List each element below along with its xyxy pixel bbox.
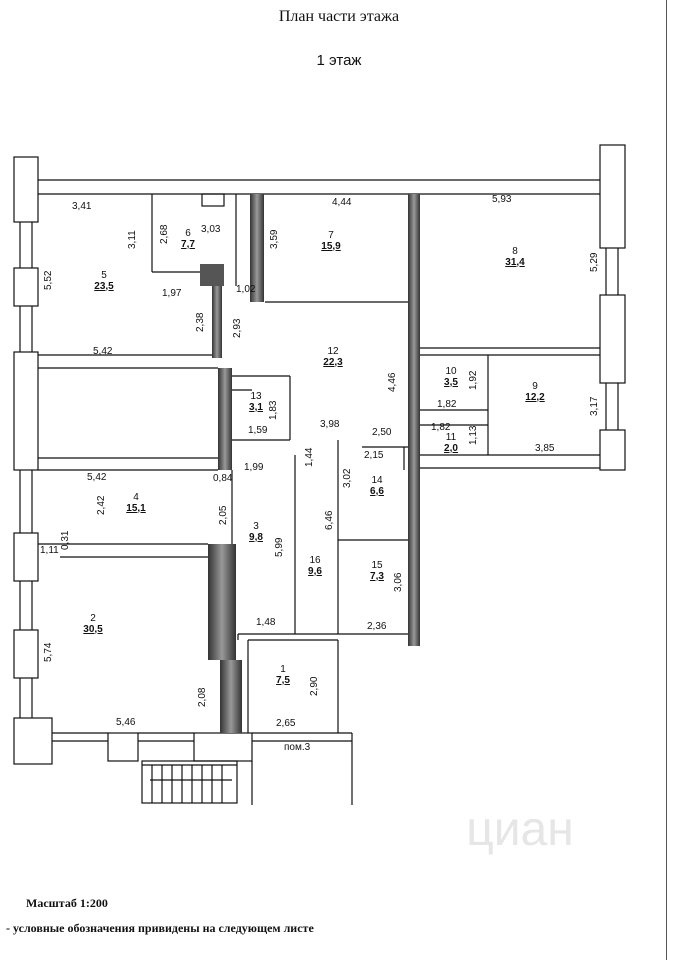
watermark-text: циан (466, 803, 574, 856)
dimension-label: 5,29 (589, 252, 600, 272)
dimension-label: 5,52 (43, 270, 54, 290)
dimension-label: 2,65 (276, 718, 296, 729)
dimension-label: 5,99 (274, 537, 285, 557)
scale-label: Масштаб 1:200 (26, 896, 108, 910)
dimension-label: 6,46 (324, 510, 335, 530)
dimension-label: 0,31 (60, 530, 71, 550)
dimension-label: 5,42 (93, 346, 113, 357)
plan-title: План части этажа (278, 8, 400, 25)
dimension-label: 3,17 (589, 396, 600, 416)
dimension-label: 3,03 (201, 224, 221, 235)
dimension-label: 1,99 (244, 462, 264, 473)
dimension-label: 1,83 (268, 400, 279, 420)
dimension-label: 3,11 (127, 230, 138, 249)
dimension-label: 1,92 (468, 370, 479, 390)
dimension-label: 2,42 (96, 495, 107, 515)
dimension-label: 2,90 (309, 676, 320, 696)
dimension-label: 2,93 (232, 318, 243, 338)
dimension-label: 1,11 (40, 545, 59, 556)
dimension-label: 3,85 (535, 443, 555, 454)
dimension-label: 2,36 (367, 621, 387, 632)
dimension-label: 5,93 (492, 194, 512, 205)
dimension-label: 1,97 (162, 288, 182, 299)
dimension-label: 1,59 (248, 425, 268, 436)
dimension-label: 2,50 (372, 427, 392, 438)
dimension-label: 2,15 (364, 450, 384, 461)
legend-note: - условные обозначения привидены на след… (6, 921, 314, 935)
dimension-label: 5,46 (116, 717, 136, 728)
dimension-label: 3,41 (72, 201, 92, 212)
pom3-label: пом.3 (284, 742, 311, 753)
dimension-label: 1,82 (437, 399, 457, 410)
dimension-label: 2,68 (159, 224, 170, 244)
dimension-label: 1,44 (304, 447, 315, 467)
dimension-label: 5,42 (87, 472, 107, 483)
dimension-label: 1,82 (431, 422, 451, 433)
dimension-label: 3,02 (342, 468, 353, 488)
dimension-label: 2,08 (197, 687, 208, 707)
dimension-label: 2,38 (195, 312, 206, 332)
dimension-label: 3,98 (320, 419, 340, 430)
dimension-label: 2,05 (218, 505, 229, 525)
dimension-label: 1,02 (236, 284, 256, 295)
floor-label: 1 этаж (316, 52, 362, 69)
dimension-label: 4,44 (332, 197, 352, 208)
dimension-label: 1,48 (256, 617, 276, 628)
dimension-label: 4,46 (387, 372, 398, 392)
dimension-label: 1,13 (468, 425, 479, 445)
dimension-label: 3,06 (393, 572, 404, 592)
dimension-label: 5,74 (43, 642, 54, 662)
dimension-label: 0,84 (213, 473, 233, 484)
dimension-label: 3,59 (269, 229, 280, 249)
page-frame-line (666, 0, 667, 960)
